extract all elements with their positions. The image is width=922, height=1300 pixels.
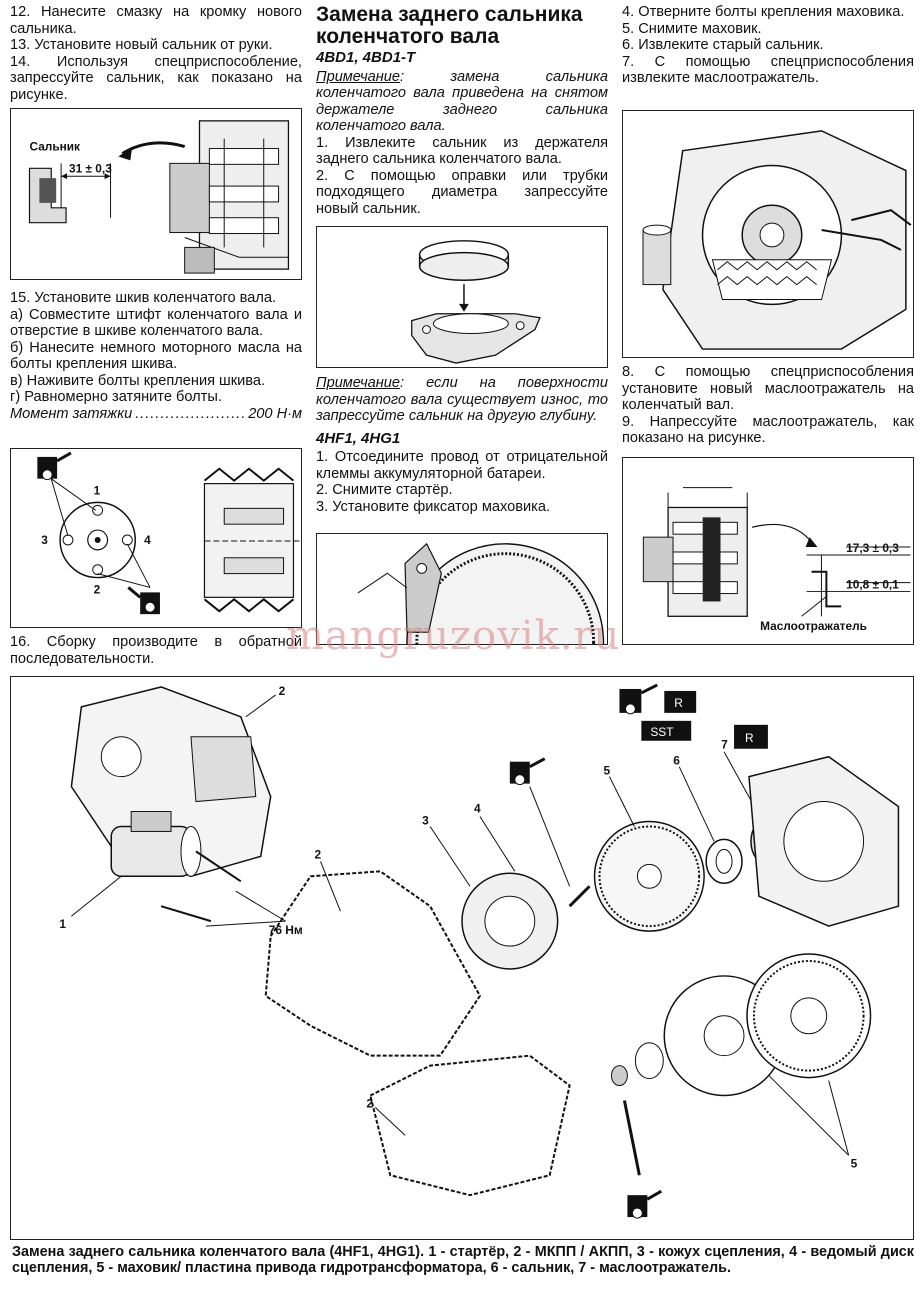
step-14: 14. Используя спецприспособление, запрес… [10, 53, 302, 103]
note-1-label: Примечание [316, 68, 401, 85]
wrench-icon [37, 451, 72, 481]
middle-column: Замена заднего сальника коленчатого вала… [316, 4, 608, 217]
step-a2: 2. С помощью оправки или трубки подходящ… [316, 167, 608, 217]
engine-subtitle-b: 4HF1, 4HG1 [316, 429, 401, 447]
badge-sst-text: SST [650, 725, 674, 739]
step-16: 16. Сборку производите в обратной послед… [10, 634, 302, 667]
torque-line: Момент затяжки .........................… [10, 406, 302, 423]
step-15a: а) Совместите штифт коленчатого вала и о… [10, 306, 302, 340]
starter-motor [110, 811, 202, 878]
note-2: Примечание: если на поверхности коленчат… [316, 375, 608, 425]
callout-2c: 2 [366, 1096, 373, 1110]
seal-dimension: 31 ± 0,3 [69, 161, 112, 175]
torque-76: 76 Нм [269, 923, 303, 937]
dimension-17-3: 17,3 ± 0,3 [846, 541, 899, 555]
badge-r1-text: R [674, 696, 683, 710]
oil-deflector-remove-figure [622, 110, 914, 358]
pulley-drawing: 1 2 3 4 [37, 451, 301, 615]
middle-column-lower: Примечание: если на поверхности коленчат… [316, 375, 608, 515]
step-a1: 1. Извлеките сальник из держателя заднег… [316, 134, 608, 168]
bolt-number-4: 4 [144, 533, 151, 547]
step-5: 5. Снимите маховик. [622, 20, 762, 37]
flywheel-lock-drawing [357, 542, 605, 644]
wrench-icon-big-3 [627, 1189, 663, 1219]
section-title: Замена заднего сальника коленчатого вала [316, 3, 583, 48]
step-15d: г) Равномерно затяните болты. [10, 389, 222, 405]
seal-press-figure [316, 226, 608, 368]
step-4: 4. Отверните болты крепления маховика. [622, 4, 905, 20]
torque-label: Момент затяжки [10, 405, 133, 422]
torque-value: 200 Н·м [248, 405, 302, 422]
dimension-10-8: 10,8 ± 0,1 [846, 578, 899, 592]
exploded-view-figure: 76 Нм 1 2 2 2 3 4 5 [10, 676, 914, 1240]
exploded-view-drawing: 76 Нм 1 2 2 2 3 4 5 [59, 683, 900, 1219]
step-13: 13. Установите новый сальник от руки. [10, 37, 273, 53]
oil-deflector-remove-drawing [642, 130, 912, 350]
wrench-icon-big-1 [509, 757, 546, 786]
wrench-icon-2 [127, 586, 160, 615]
badge-r2-text: R [745, 731, 754, 745]
step-12: 12. Нанесите смазку на кромку нового сал… [10, 4, 302, 37]
seal-press-drawing [411, 240, 541, 364]
oil-deflector-label: Маслоотражатель [760, 619, 867, 633]
badge-r2 [734, 724, 768, 749]
seal-label: Сальник [29, 140, 80, 154]
bolt-number-2: 2 [94, 582, 101, 596]
torque-dots: ........................................… [135, 405, 246, 422]
right-column-lower: 8. С помощью спецприспособления установи… [622, 364, 914, 447]
step-15c: в) Наживите болты крепления шкива. [10, 372, 266, 389]
engine-subtitle-a: 4BD1, 4BD1-T [316, 49, 416, 66]
step-7: 7. С помощью спецприспособления извлекит… [622, 53, 914, 87]
callout-4: 4 [474, 802, 481, 816]
callout-2b: 2 [315, 847, 322, 861]
callout-2a: 2 [279, 684, 286, 698]
callout-1: 1 [59, 917, 66, 931]
flywheel-lock-figure [316, 533, 608, 645]
figure-caption: Замена заднего сальника коленчатого вала… [12, 1244, 914, 1276]
callout-3: 3 [422, 813, 429, 827]
seal-install-drawing: Сальник 31 ± 0,3 [28, 120, 290, 274]
bolt-number-3: 3 [41, 533, 48, 547]
step-b1: 1. Отсоедините провод от отрицательной к… [316, 449, 608, 482]
step-9: 9. Напрессуйте маслоотражатель, как пока… [622, 413, 914, 447]
oil-deflector-press-drawing: 17,3 ± 0,3 10,8 ± 0,1 Маслоотражатель [642, 487, 911, 633]
seal-install-figure: Сальник 31 ± 0,3 [10, 108, 302, 280]
step-b2: 2. Снимите стартёр. [316, 482, 453, 498]
badge-r1 [664, 690, 697, 713]
right-column: 4. Отверните болты крепления маховика. 5… [622, 4, 914, 87]
watermark: mangruzovik.ru [286, 613, 621, 659]
note-1: Примечание: замена сальника коленчатого … [316, 69, 608, 135]
step-15b: б) Нанесите немного моторного масла на б… [10, 339, 302, 373]
badge-sst [641, 720, 692, 741]
left-column-step16: 16. Сборку производите в обратной послед… [10, 634, 302, 667]
step-15: 15. Установите шкив коленчатого вала. [10, 290, 277, 306]
callout-7: 7 [721, 738, 728, 752]
callout-5b: 5 [851, 1156, 858, 1170]
callout-5a: 5 [603, 764, 610, 778]
note-1-text: : замена сальника коленчатого вала приве… [316, 68, 608, 135]
callout-6: 6 [673, 754, 680, 768]
oil-deflector-press-figure: 17,3 ± 0,3 10,8 ± 0,1 Маслоотражатель [622, 457, 914, 645]
step-b3: 3. Установите фиксатор маховика. [316, 498, 551, 515]
left-column: 12. Нанесите смазку на кромку нового сал… [10, 4, 302, 103]
left-column-step15: 15. Установите шкив коленчатого вала. а)… [10, 290, 302, 422]
note-2-label: Примечание [316, 375, 401, 391]
step-8: 8. С помощью спецприспособления установи… [622, 364, 914, 413]
bolt-number-1: 1 [94, 483, 101, 497]
wrench-icon-big-2 [619, 683, 658, 715]
pulley-figure: 1 2 3 4 [10, 448, 302, 628]
note-2-text: : если на поверхности коленчатого вала с… [316, 375, 608, 424]
step-6: 6. Извлеките старый сальник. [622, 37, 824, 53]
